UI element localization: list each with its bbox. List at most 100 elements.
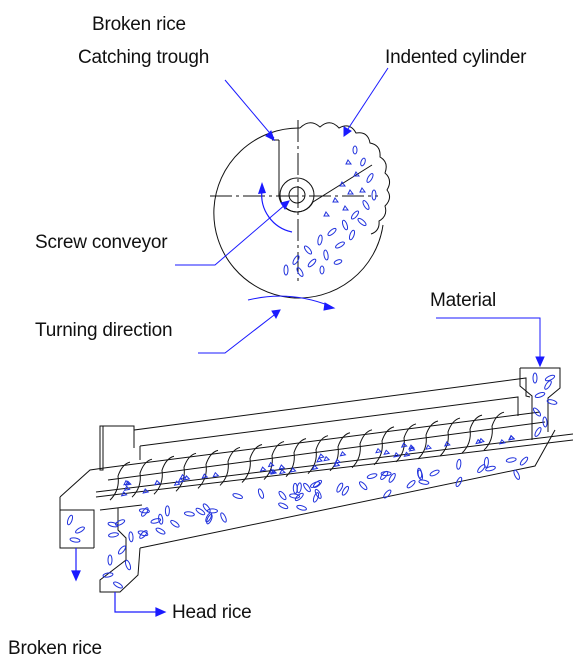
screw-inner — [288, 186, 306, 204]
grain — [206, 514, 213, 525]
broken-grain — [333, 461, 341, 468]
grain — [289, 493, 301, 499]
grain — [388, 472, 396, 483]
leader-turning-direction — [198, 311, 279, 354]
grain — [75, 526, 85, 534]
grain — [155, 527, 166, 535]
screw-flight — [197, 449, 219, 489]
broken-grain — [475, 438, 483, 445]
machine-grains — [66, 372, 558, 589]
broken-grain — [289, 467, 297, 473]
broken-grain — [317, 453, 325, 459]
grain — [113, 581, 123, 589]
grain — [505, 457, 517, 463]
broken-grain — [183, 475, 191, 481]
screw-flight — [175, 452, 197, 492]
label-turning-direction: Turning direction — [35, 320, 173, 341]
broken-grain — [259, 466, 267, 472]
screw-flight — [153, 455, 175, 495]
grain — [117, 545, 127, 555]
broken-grain — [425, 444, 433, 450]
grain — [292, 482, 298, 494]
leader-screw-conveyor — [175, 203, 287, 266]
grain — [341, 485, 350, 496]
grain — [107, 554, 113, 566]
label-catching-trough: Catching trough — [78, 47, 210, 68]
screw-flight — [285, 438, 307, 477]
broken-grain — [408, 446, 416, 452]
broken-grain — [201, 473, 209, 479]
grain — [257, 488, 265, 499]
grain — [312, 492, 320, 503]
grain — [310, 481, 321, 488]
grain — [483, 456, 489, 468]
screw-flight — [263, 441, 285, 480]
grain — [383, 489, 392, 499]
grain — [278, 490, 287, 501]
grain — [546, 399, 558, 405]
rotation-arrow-inner — [258, 182, 266, 194]
screw-flight — [219, 446, 241, 486]
screw-flight — [417, 420, 439, 460]
broken-grain — [443, 441, 451, 447]
label-screw-conveyor: Screw conveyor — [35, 232, 168, 253]
broken-grain — [334, 458, 342, 464]
grain — [69, 537, 81, 543]
label-material: Material — [430, 290, 496, 311]
label-broken-rice-bottom: Broken rice — [8, 638, 102, 659]
broken-grain — [375, 447, 383, 454]
leader-catching-trough — [224, 79, 275, 139]
grain — [418, 479, 430, 485]
broken-grain — [278, 468, 286, 475]
grain — [455, 476, 463, 487]
grain — [519, 456, 529, 466]
screw-flight — [131, 458, 153, 498]
leader-lines — [175, 67, 545, 368]
grain — [513, 469, 520, 480]
broken-grain — [477, 437, 485, 444]
grain — [115, 519, 126, 526]
grain — [207, 508, 218, 514]
grain — [232, 493, 243, 500]
screw-flight — [241, 444, 263, 483]
grain — [170, 519, 180, 528]
head-rice-outlet-arrow — [114, 592, 160, 613]
cylinder-grains — [283, 145, 377, 277]
broken-grain — [403, 451, 411, 457]
grain — [358, 481, 368, 491]
machine-body — [59, 367, 573, 593]
grain — [128, 531, 134, 543]
grain — [202, 503, 211, 513]
broken-grain — [124, 480, 132, 486]
grain — [158, 513, 164, 525]
screw-flight — [373, 426, 395, 466]
broken-grain — [408, 444, 416, 450]
grain — [278, 502, 289, 510]
grain — [296, 504, 307, 511]
grain — [102, 572, 114, 578]
grain — [164, 505, 170, 517]
broken-grain — [323, 455, 331, 462]
grain — [66, 514, 74, 526]
grain — [336, 482, 344, 493]
broken-grain — [270, 469, 278, 475]
grain — [366, 473, 378, 480]
grain — [456, 458, 462, 470]
broken-grain — [278, 464, 286, 470]
rotation-arc-inner — [261, 189, 293, 233]
label-indented-cylinder: Indented cylinder — [385, 47, 527, 68]
cylinder-shell — [213, 127, 384, 299]
outlet-arrows — [71, 548, 167, 617]
grain — [205, 512, 213, 523]
grain — [141, 507, 149, 517]
grain — [139, 530, 148, 539]
broken-grain — [123, 485, 131, 491]
grain — [108, 532, 119, 538]
broken-grain — [498, 438, 506, 445]
grain — [544, 374, 556, 382]
broken-grain — [212, 471, 220, 478]
grain — [124, 559, 132, 571]
grain — [406, 480, 416, 489]
